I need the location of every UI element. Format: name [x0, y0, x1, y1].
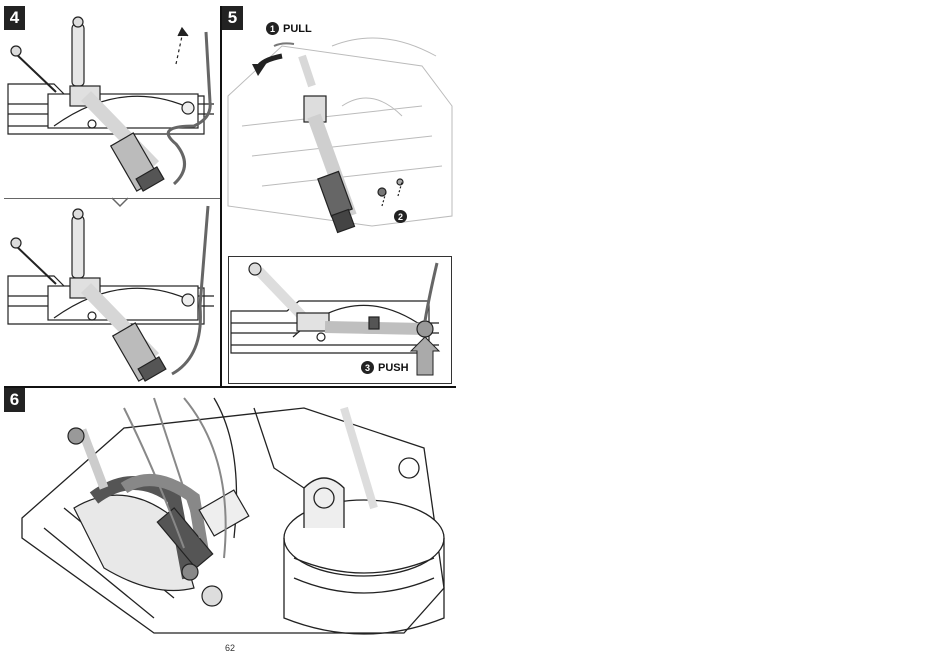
push-callout: 3 PUSH: [361, 361, 409, 374]
release-step-number: 2: [394, 210, 407, 223]
push-step-number: 3: [361, 361, 374, 374]
step-5-illustration: [222, 6, 456, 256]
step-6-panel: 6: [4, 388, 456, 637]
step-5-inset-illustration: [229, 257, 453, 385]
release-callout: 2: [394, 210, 407, 223]
pull-label: PULL: [283, 23, 312, 35]
step-5-inset: 3 PUSH: [228, 256, 452, 384]
step-4-panel: 4: [4, 6, 222, 388]
page-number: 62: [225, 643, 235, 653]
step-6-illustration: [4, 388, 456, 637]
pull-step-number: 1: [266, 22, 279, 35]
step-5-panel: 5 1 PULL 2: [222, 6, 456, 388]
push-label: PUSH: [378, 362, 409, 374]
step-4-illustration: [4, 6, 222, 388]
pull-callout: 1 PULL: [266, 22, 312, 35]
